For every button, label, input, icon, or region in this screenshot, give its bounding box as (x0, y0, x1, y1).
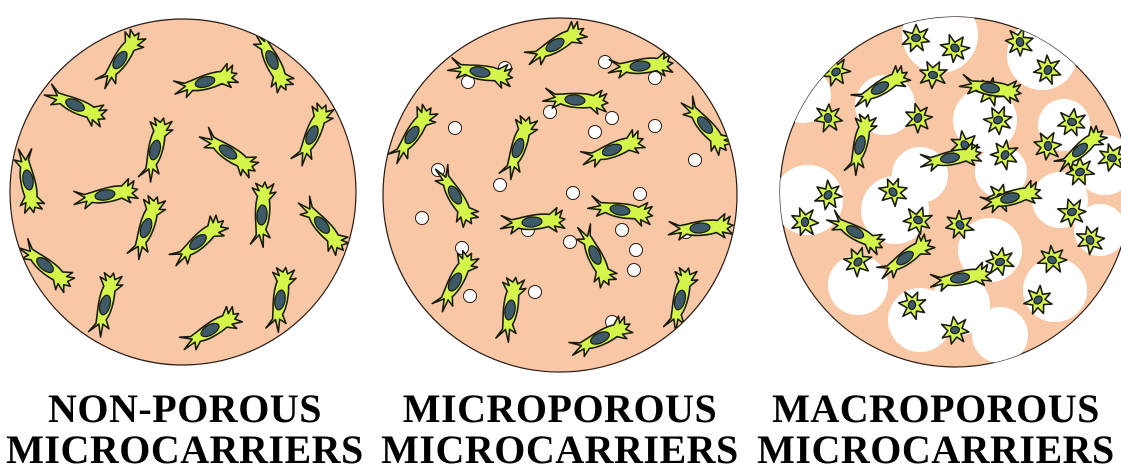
pore (449, 122, 462, 135)
caption-macroporous: MACROPOROUS MICROCARRIERS (751, 388, 1121, 470)
pore (464, 290, 477, 303)
pore (616, 224, 629, 237)
pore (606, 112, 619, 125)
cell-nucleus (1044, 141, 1052, 151)
pore (649, 120, 662, 133)
caption-non-porous: NON-POROUS MICROCARRIERS (0, 388, 370, 470)
caption-microporous: MICROPOROUS MICROCARRIERS (375, 388, 745, 470)
cell-nucleus (801, 217, 809, 226)
caption-line-2: MICROCARRIERS (375, 429, 745, 470)
non-porous-microcarrier (10, 19, 356, 365)
pore (888, 288, 952, 352)
carrier-bead (10, 19, 356, 365)
pore (630, 244, 643, 257)
cell-nucleus (950, 326, 960, 334)
pore (564, 236, 577, 249)
caption-line-1: MACROPOROUS (751, 388, 1121, 429)
caption-line-1: NON-POROUS (0, 388, 370, 429)
microporous-microcarrier (383, 18, 737, 372)
pore (529, 286, 542, 299)
cell-nucleus (928, 71, 938, 79)
pore (494, 179, 507, 192)
macroporous-microcarrier (773, 0, 1121, 367)
caption-line-2: MICROCARRIERS (0, 429, 370, 470)
pore (628, 264, 641, 277)
carrier-bead (383, 18, 737, 372)
pore (649, 72, 662, 85)
cell-nucleus (912, 34, 921, 41)
pore (634, 188, 647, 201)
pore (689, 154, 702, 167)
pore (972, 307, 1028, 363)
caption-line-1: MICROPOROUS (375, 388, 745, 429)
pore (589, 126, 602, 139)
pore (567, 187, 580, 200)
pore (416, 212, 429, 225)
caption-line-2: MICROCARRIERS (751, 429, 1121, 470)
pore (599, 56, 612, 69)
